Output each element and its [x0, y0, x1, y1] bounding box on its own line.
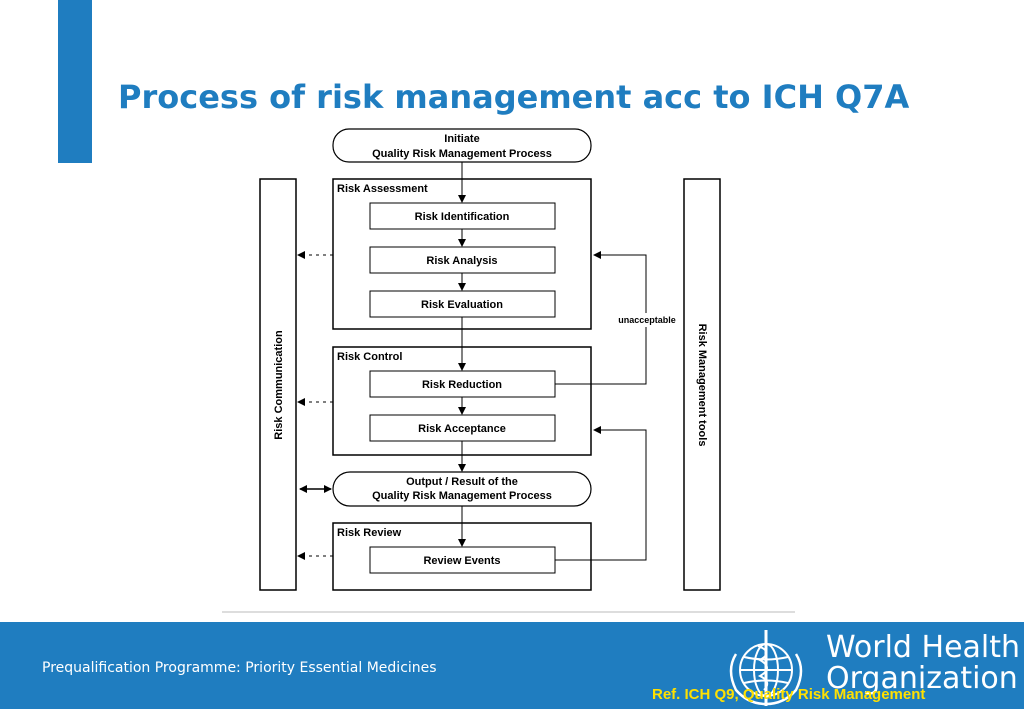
reference-text: Ref. ICH Q9, Quality Risk Management	[652, 686, 926, 703]
footer: Prequalification Programme: Priority Ess…	[0, 622, 1024, 709]
risk-evaluation-text: Risk Evaluation	[421, 299, 503, 311]
risk-review-label: Risk Review	[337, 527, 402, 539]
risk-assessment-label: Risk Assessment	[337, 183, 428, 195]
risk-management-tools-bar	[683, 178, 721, 591]
accent-bar	[58, 0, 92, 163]
initiate-line2: Quality Risk Management Process	[372, 148, 552, 160]
output-line1: Output / Result of the	[406, 476, 518, 488]
risk-reduction-text: Risk Reduction	[422, 379, 502, 391]
who-emblem-icon	[729, 630, 803, 706]
risk-management-tools-text: Risk Management tools	[696, 324, 708, 447]
risk-communication-bar	[259, 178, 297, 591]
initiate-line1: Initiate	[444, 133, 479, 145]
risk-communication-text: Risk Communication	[273, 330, 285, 440]
risk-control-label: Risk Control	[337, 351, 402, 363]
programme-text: Prequalification Programme: Priority Ess…	[42, 660, 437, 676]
unacceptable-bg	[611, 313, 683, 327]
risk-acceptance-text: Risk Acceptance	[418, 423, 506, 435]
risk-acceptance-box	[369, 414, 556, 442]
risk-identification-text: Risk Identification	[415, 211, 510, 223]
review-events-text: Review Events	[423, 555, 500, 567]
output-line2: Quality Risk Management Process	[372, 490, 552, 502]
risk-process-diagram: Initiate Quality Risk Management Process…	[222, 128, 795, 613]
who-name-line2: Organization	[826, 661, 1018, 696]
who-name-line1: World Health	[826, 630, 1021, 665]
who-name: World Health Organization	[826, 632, 1020, 694]
risk-reduction-box	[369, 370, 556, 398]
unacceptable-label: unacceptable	[618, 315, 676, 325]
review-events-box	[369, 546, 556, 574]
risk-analysis-text: Risk Analysis	[426, 255, 497, 267]
page-title: Process of risk management acc to ICH Q7…	[118, 78, 910, 116]
communication-connectors	[297, 251, 333, 560]
